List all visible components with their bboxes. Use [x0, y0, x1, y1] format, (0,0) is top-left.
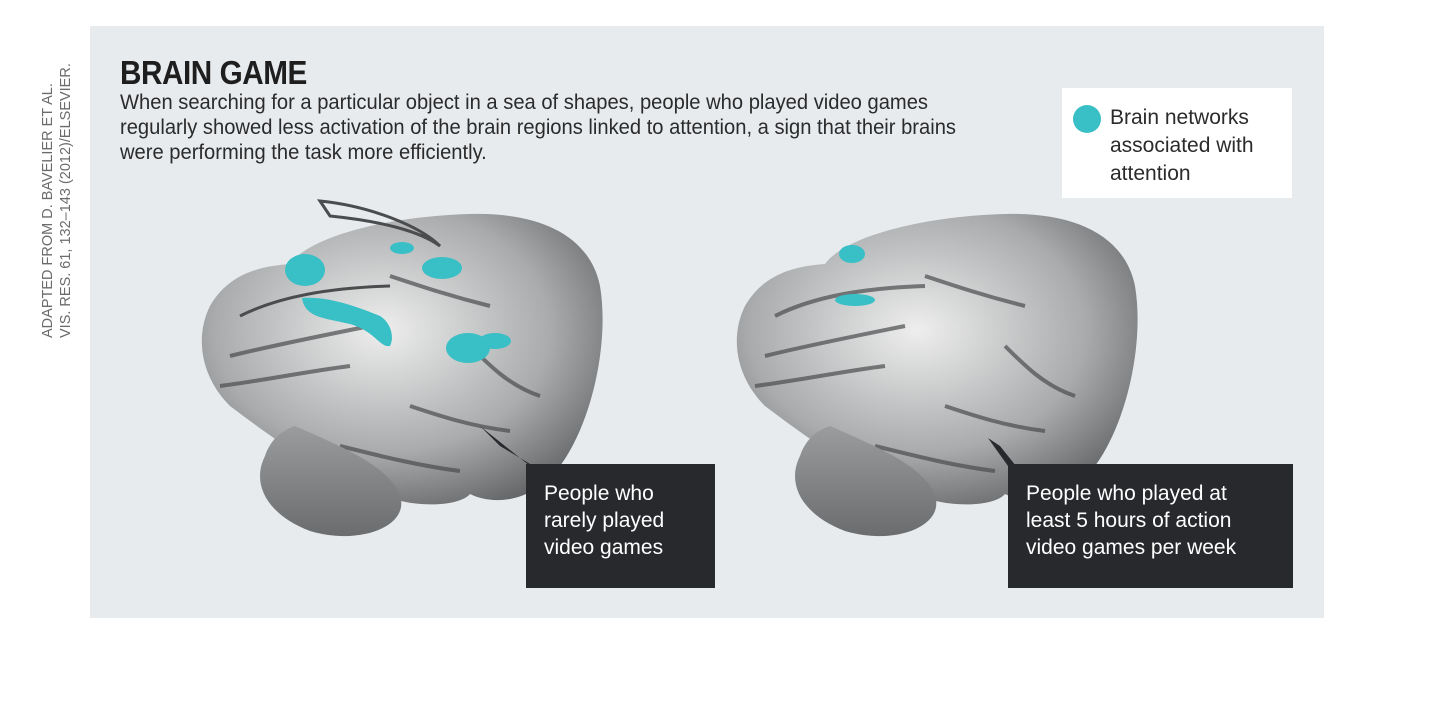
activation-spot — [422, 257, 462, 279]
brain-left-cerebellum — [260, 426, 402, 537]
activation-spot — [446, 333, 490, 363]
callout-rare-gamers: People who rarely played video games — [526, 464, 715, 588]
brain-left — [201, 199, 603, 537]
figure-subtitle: When searching for a particular object i… — [120, 91, 957, 164]
figure-panel: BRAIN GAME When searching for a particul… — [90, 26, 1324, 618]
credit-line-2: VIS. RES. 61, 132–143 (2012)/ELSEVIER. — [58, 63, 74, 338]
legend-label: Brain networks associated with attention — [1110, 106, 1254, 185]
activation-spot — [285, 254, 325, 286]
credit-line-1: ADAPTED FROM D. BAVELIER ET AL. — [40, 83, 56, 338]
activation-spot — [302, 297, 392, 347]
brain-illustrations — [201, 199, 1138, 537]
brain-right — [736, 213, 1138, 537]
legend-swatch — [1073, 105, 1101, 133]
activation-spot — [390, 242, 414, 254]
source-credit: ADAPTED FROM D. BAVELIER ET AL. VIS. RES… — [34, 30, 92, 340]
legend: Brain networks associated with attention — [1062, 88, 1292, 198]
callout-pointer-right — [988, 438, 1020, 471]
activation-spot — [479, 333, 511, 349]
brain-right-cerebellum — [795, 426, 937, 537]
figure-title: BRAIN GAME — [120, 54, 307, 91]
callout-action-gamers: People who played at least 5 hours of ac… — [1008, 464, 1293, 588]
activation-spot — [835, 294, 875, 306]
activation-spot — [839, 245, 865, 263]
